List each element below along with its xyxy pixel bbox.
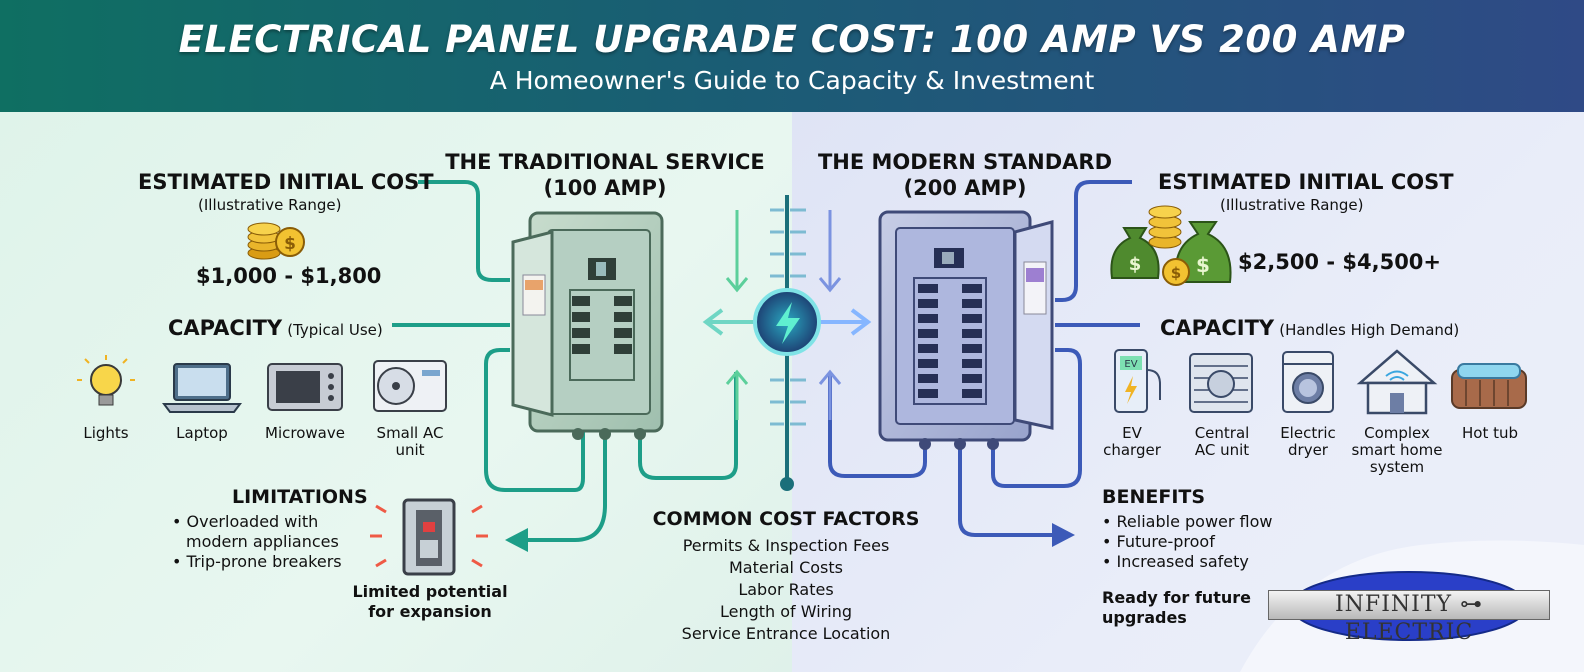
- cost-factor-4: Length of Wiring: [719, 602, 852, 621]
- cost-factor-2: Material Costs: [729, 558, 843, 577]
- page-title: ELECTRICAL PANEL UPGRADE COST: 100 AMP V…: [178, 18, 1406, 61]
- right-cost-title: ESTIMATED INITIAL COST: [1158, 170, 1454, 194]
- left-cost-title: ESTIMATED INITIAL COST: [138, 170, 434, 194]
- dryer-icon: [1282, 351, 1334, 413]
- appliance-label-smart-home-1: Complex: [1364, 424, 1430, 442]
- expansion-line2: for expansion: [368, 602, 492, 621]
- right-cost-value: $2,500 - $4,500+: [1238, 250, 1442, 274]
- svg-text:$: $: [1171, 264, 1181, 282]
- benefits-title: BENEFITS: [1102, 486, 1206, 508]
- right-capacity-label: CAPACITY (Handles High Demand): [1160, 316, 1459, 340]
- appliance-label-central-ac-2: AC unit: [1194, 441, 1250, 459]
- cost-factor-3: Labor Rates: [738, 580, 834, 599]
- smart-home-icon: [1356, 349, 1438, 415]
- left-cost-note: (Illustrative Range): [198, 196, 342, 214]
- appliance-label-hot-tub: Hot tub: [1461, 424, 1518, 442]
- svg-text:$: $: [1196, 253, 1210, 277]
- hot-tub-icon: [1451, 363, 1527, 409]
- appliance-label-dryer-1: Electric: [1280, 424, 1336, 442]
- appliance-label-central-ac-1: Central: [1194, 424, 1250, 442]
- limitation-item-1b: modern appliances: [186, 532, 339, 551]
- left-cost-value: $1,000 - $1,800: [196, 264, 382, 288]
- ready-line2: upgrades: [1102, 608, 1187, 627]
- cost-factor-5: Service Entrance Location: [681, 624, 891, 643]
- cost-factor-1: Permits & Inspection Fees: [682, 536, 890, 555]
- left-capacity-note: (Typical Use): [287, 321, 383, 339]
- right-wires: [828, 180, 1140, 537]
- right-capacity-note: (Handles High Demand): [1279, 321, 1460, 339]
- coins-icon: $: [247, 222, 305, 260]
- panel-200-amp-icon: [878, 210, 1054, 450]
- right-heading-line1: THE MODERN STANDARD: [817, 150, 1113, 174]
- limitation-item-1: • Overloaded with: [172, 512, 319, 531]
- right-heading-line2: (200 AMP): [903, 176, 1027, 200]
- left-capacity-label: CAPACITY (Typical Use): [168, 316, 383, 340]
- panel-100-amp-icon: [511, 211, 664, 440]
- ready-line1: Ready for future: [1102, 588, 1251, 607]
- page-subtitle: A Homeowner's Guide to Capacity & Invest…: [489, 66, 1095, 95]
- appliance-label-ev-2: charger: [1103, 441, 1161, 459]
- appliance-label-ev-1: EV: [1122, 424, 1142, 442]
- left-heading-line2: (100 AMP): [543, 176, 667, 200]
- limitations-title: LIMITATIONS: [232, 486, 368, 508]
- right-cost-note: (Illustrative Range): [1220, 196, 1364, 214]
- ev-charger-icon: EV: [1114, 349, 1161, 413]
- left-arrow-icon: [505, 528, 528, 552]
- appliance-label-lights: Lights: [83, 424, 129, 442]
- left-wires: [392, 180, 738, 542]
- appliance-label-smart-home-3: system: [1369, 458, 1425, 476]
- appliance-label-dryer-2: dryer: [1288, 441, 1328, 459]
- expansion-line1: Limited potential: [352, 582, 508, 601]
- appliance-label-small-ac-1: Small AC: [376, 424, 444, 442]
- microwave-icon: [267, 363, 343, 411]
- money-bags-icon: $ $ $: [1110, 205, 1232, 286]
- header-banner: ELECTRICAL PANEL UPGRADE COST: 100 AMP V…: [0, 0, 1584, 112]
- svg-text:$: $: [1129, 254, 1142, 275]
- central-ac-icon: [1189, 353, 1253, 413]
- right-capacity-title: CAPACITY: [1160, 316, 1275, 340]
- limitation-item-2: • Trip-prone breakers: [172, 552, 342, 571]
- lightbulb-icon: [77, 355, 135, 406]
- ac-unit-icon: [373, 360, 447, 412]
- svg-text:EV: EV: [1124, 359, 1137, 370]
- left-heading-line1: THE TRADITIONAL SERVICE: [445, 150, 765, 174]
- laptop-icon: [162, 363, 242, 413]
- appliance-label-smart-home-2: smart home: [1351, 441, 1443, 459]
- left-capacity-title: CAPACITY: [168, 316, 283, 340]
- appliance-label-microwave: Microwave: [265, 424, 345, 442]
- benefit-item-1: • Reliable power flow: [1102, 512, 1273, 531]
- appliance-label-small-ac-2: unit: [395, 441, 425, 459]
- right-arrow-icon: [1052, 523, 1075, 547]
- svg-text:$: $: [284, 234, 296, 254]
- logo-wordmark: INFINITY ⊶ ELECTRIC: [1268, 590, 1550, 645]
- appliance-label-laptop: Laptop: [176, 424, 228, 442]
- benefit-item-2: • Future-proof: [1102, 532, 1215, 551]
- benefit-item-3: • Increased safety: [1102, 552, 1249, 571]
- cost-factors-title: COMMON COST FACTORS: [652, 508, 920, 530]
- tripped-breaker-icon: [370, 498, 488, 576]
